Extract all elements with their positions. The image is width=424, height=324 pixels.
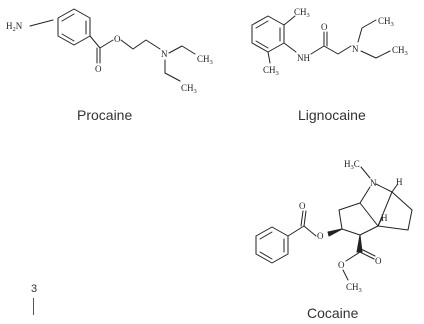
cocaine-ch3: CH3 xyxy=(346,282,362,294)
cocaine-h-mid: H xyxy=(381,213,388,223)
procaine-structure: H2N O O N CH3 CH3 xyxy=(6,8,213,95)
lignocaine-ch3-top: CH3 xyxy=(294,7,310,19)
page-tick-line xyxy=(33,298,34,315)
cocaine-h3c-label: H3C xyxy=(344,159,360,171)
procaine-ester-o: O xyxy=(114,34,121,44)
procaine-n: N xyxy=(161,49,168,59)
cocaine-caption: Cocaine xyxy=(307,305,359,321)
procaine-ch3-right: CH3 xyxy=(197,54,213,66)
cocaine-benzoyl-o: O xyxy=(299,201,306,211)
cocaine-structure: H3C N H H O O xyxy=(255,159,413,294)
lignocaine-n: N xyxy=(352,44,359,54)
page-marker: 3 xyxy=(31,283,38,295)
cocaine-methoxy-o: O xyxy=(338,260,345,270)
lignocaine-nh: NH xyxy=(297,53,310,63)
cocaine-h-top: H xyxy=(396,177,403,187)
cocaine-ester-carbonyl-o: O xyxy=(375,256,382,266)
cocaine-n: N xyxy=(370,178,377,188)
cocaine-ester-o: O xyxy=(317,231,324,241)
lignocaine-caption: Lignocaine xyxy=(298,107,366,123)
lignocaine-carbonyl-o: O xyxy=(321,22,328,32)
procaine-carbonyl-o: O xyxy=(95,64,102,74)
procaine-ch3-bottom: CH3 xyxy=(181,83,197,95)
lignocaine-ch3-upper: CH3 xyxy=(378,16,394,28)
lignocaine-ch3-right: CH3 xyxy=(392,45,408,57)
procaine-caption: Procaine xyxy=(77,107,133,123)
procaine-h2n-label: H2N xyxy=(6,21,23,33)
lignocaine-structure: CH3 CH3 NH O N CH3 CH3 xyxy=(251,7,408,77)
lignocaine-ch3-bottom: CH3 xyxy=(263,65,279,77)
cocaine-benzene-ring xyxy=(255,226,289,264)
